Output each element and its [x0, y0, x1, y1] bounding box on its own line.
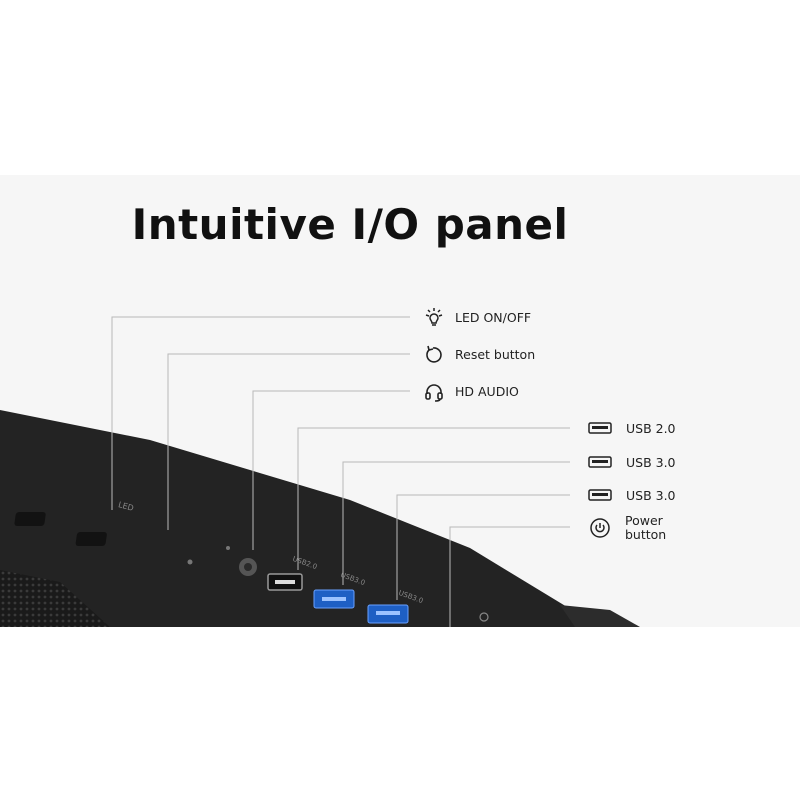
power-icon	[589, 517, 611, 539]
callout-usb20: USB 2.0	[626, 421, 676, 436]
case-edge	[560, 605, 640, 627]
reset-button	[75, 532, 107, 546]
callout-power: Power button	[625, 513, 667, 542]
callout-reset: Reset button	[455, 347, 536, 362]
usb-port-icon	[588, 485, 612, 507]
usb-port-icon	[588, 452, 612, 474]
led-button	[14, 512, 46, 526]
page-title: Intuitive I/O panel	[131, 200, 569, 249]
bulb-icon	[423, 306, 445, 328]
case-top-surface	[0, 410, 600, 627]
callout-led: LED ON/OFF	[455, 310, 532, 325]
headset-icon	[423, 381, 445, 403]
mesh-grille	[0, 570, 110, 627]
callout-usb30-2: USB 3.0	[626, 488, 676, 503]
callout-usb30-1: USB 3.0	[626, 455, 676, 470]
callout-audio: HD AUDIO	[455, 384, 519, 399]
reset-icon	[423, 344, 445, 366]
usb-port-icon	[588, 418, 612, 440]
leader-lines	[111, 316, 570, 627]
